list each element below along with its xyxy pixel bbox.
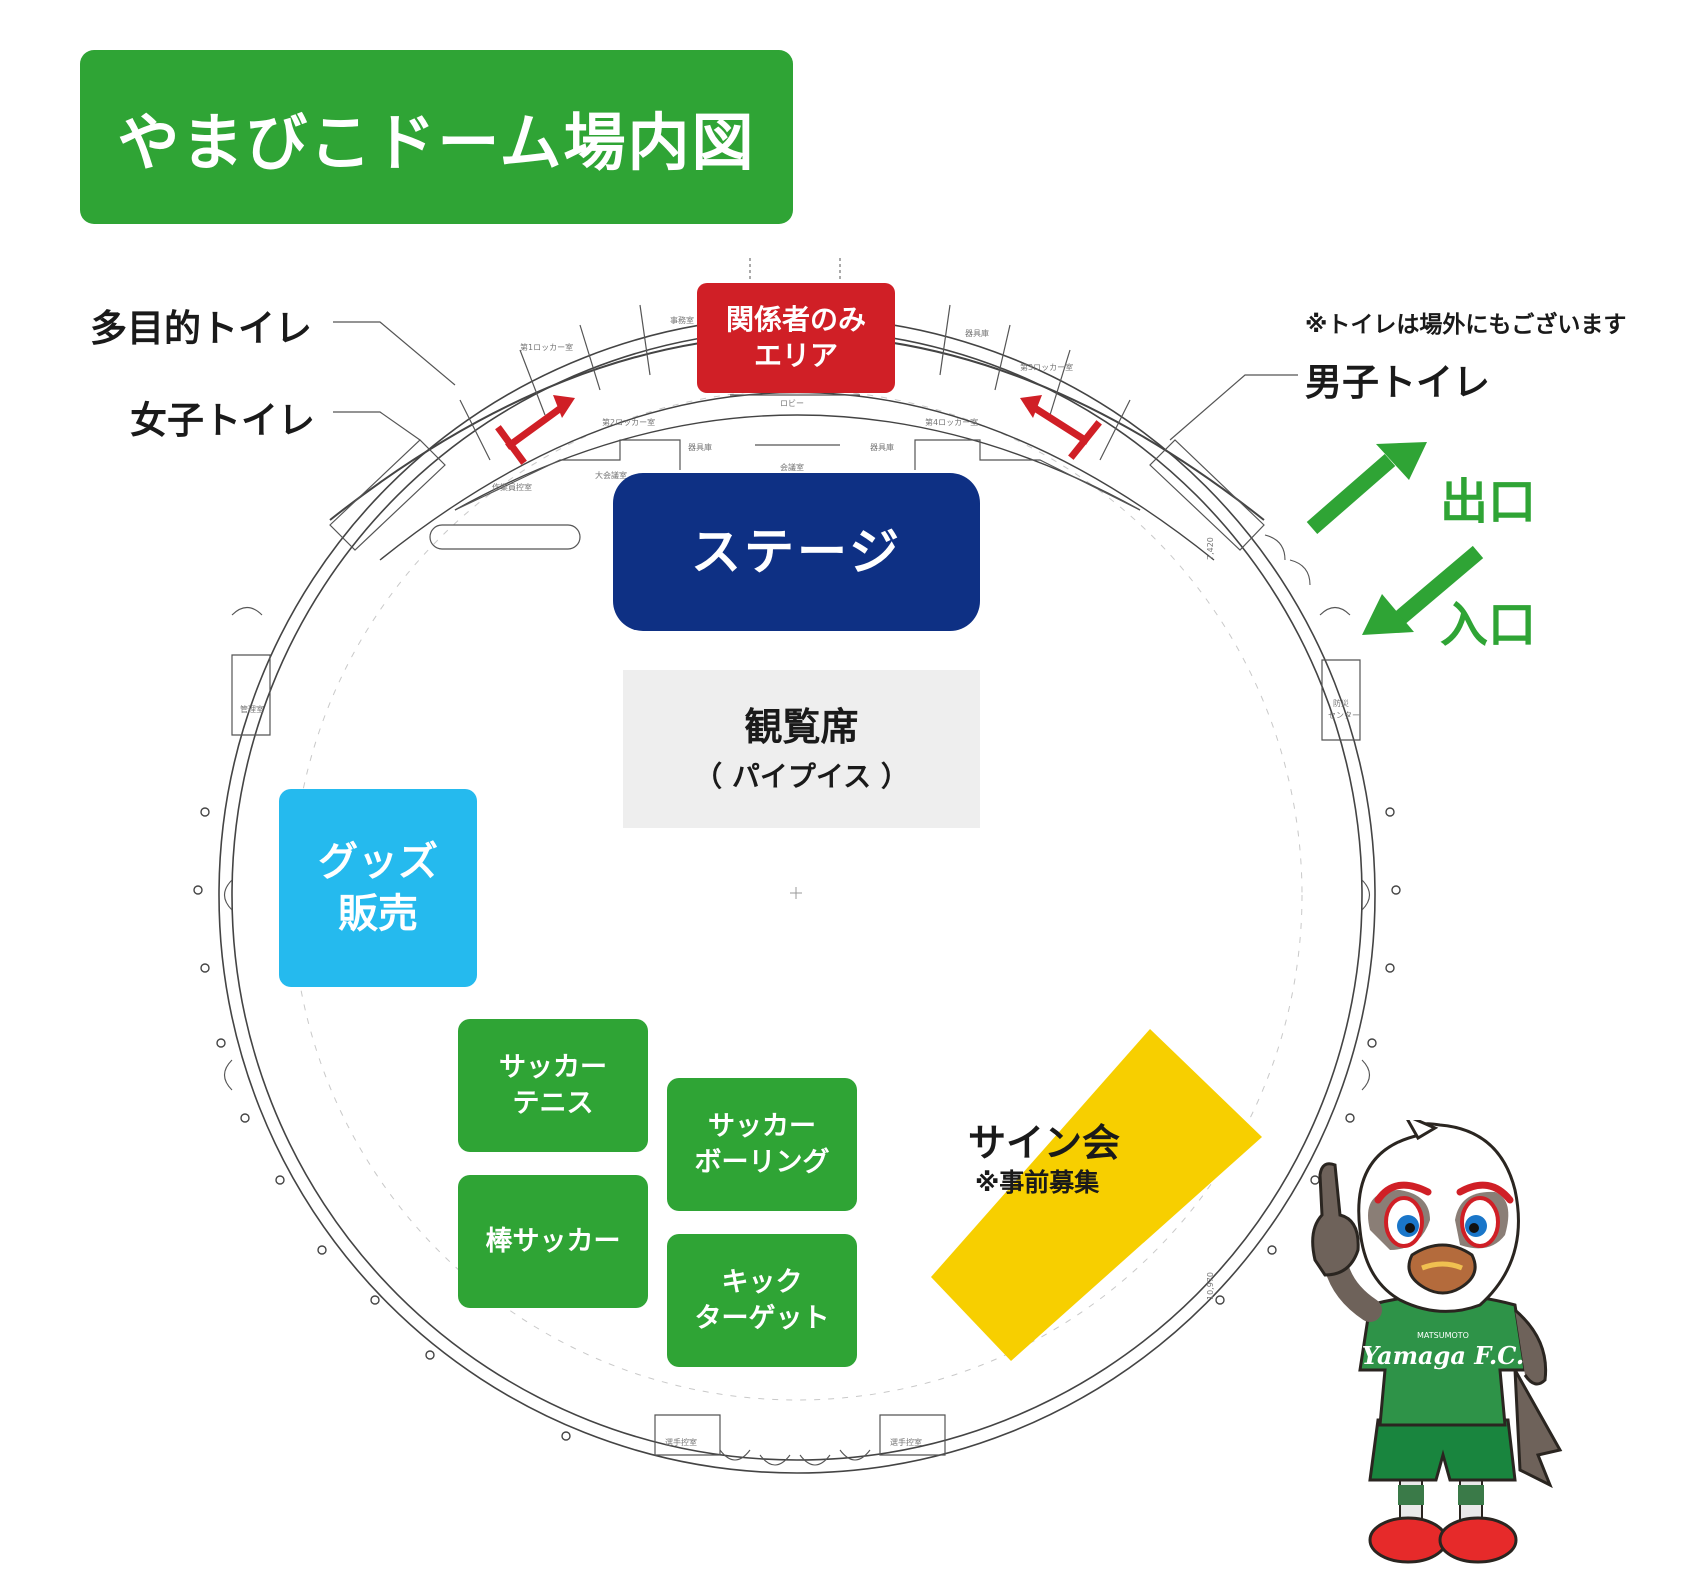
room-label-3: 第3ロッカー室	[1020, 362, 1073, 372]
womens-toilet-label: 女子トイレ	[130, 399, 315, 442]
entrance-label: 入口	[1440, 597, 1537, 653]
room-label-4: 第4ロッカー室	[925, 417, 978, 427]
dim-label-2: 10,970	[1206, 1272, 1215, 1300]
mascot-illustration: MATSUMOTO Yamaga F.C.	[1311, 1120, 1563, 1564]
exit-label: 出口	[1440, 474, 1537, 530]
sign-event-title: サイン会	[968, 1121, 1121, 1165]
kick-target-line2: ターゲット	[694, 1302, 830, 1334]
equipment-label-2: 器具庫	[870, 442, 894, 452]
goods-sales-area: グッズ 販売	[279, 789, 477, 987]
work-room-label: 作業員控室	[492, 482, 532, 492]
stick-soccer-area: 棒サッカー	[458, 1175, 648, 1308]
manager-label: 管理室	[240, 704, 264, 714]
lobby-label: ロビー	[780, 399, 804, 408]
conference-label: 会議室	[780, 462, 804, 472]
goods-line2: 販売	[338, 891, 418, 937]
mens-toilet-label: 男子トイレ	[1305, 361, 1490, 404]
staff-only-area: 関係者のみ エリア	[697, 283, 895, 393]
jersey-small-text: MATSUMOTO	[1417, 1331, 1469, 1340]
seating-area: 観覧席 （ パイプイス ）	[623, 670, 980, 828]
disaster-label-1: 防災	[1333, 698, 1349, 708]
stage-area: ステージ	[613, 473, 980, 631]
sign-event-note: ※事前募集	[975, 1168, 1100, 1197]
soccer-bowling-area: サッカー ボーリング	[667, 1078, 857, 1211]
soccer-bowling-line1: サッカー	[708, 1111, 816, 1143]
room-label-1: 第1ロッカー室	[520, 342, 573, 352]
seating-title: 観覧席	[744, 705, 859, 750]
kick-target-line1: キック	[721, 1267, 803, 1299]
disaster-label-2: センター	[1328, 711, 1360, 720]
equipment-label: 器具庫	[688, 442, 712, 452]
goods-line1: グッズ	[318, 839, 438, 885]
soccer-tennis-area: サッカー テニス	[458, 1019, 648, 1152]
office-label: 事務室	[670, 315, 694, 325]
multipurpose-toilet-label: 多目的トイレ	[90, 307, 312, 350]
kick-target-area: キック ターゲット	[667, 1234, 857, 1367]
storage-label: 器具庫	[965, 328, 989, 338]
soccer-bowling-line2: ボーリング	[694, 1146, 830, 1178]
page-title: やまびこドーム場内図	[80, 50, 793, 224]
staff-area-line2: エリア	[753, 339, 838, 372]
players-room-label-2: 選手控室	[890, 1437, 922, 1447]
players-room-label-1: 選手控室	[665, 1437, 697, 1447]
jersey-text: Yamaga F.C.	[1362, 1341, 1524, 1370]
dim-label-1: 7,420	[1206, 537, 1215, 560]
soccer-tennis-line2: テニス	[512, 1087, 594, 1119]
room-label-2: 第2ロッカー室	[602, 417, 655, 427]
meeting-room-label: 大会議室	[595, 470, 627, 480]
toilet-note: ※トイレは場外にもございます	[1305, 312, 1627, 338]
seating-subtitle: （ パイプイス ）	[694, 759, 909, 793]
staff-area-line1: 関係者のみ	[725, 302, 866, 336]
soccer-tennis-line1: サッカー	[499, 1052, 607, 1084]
